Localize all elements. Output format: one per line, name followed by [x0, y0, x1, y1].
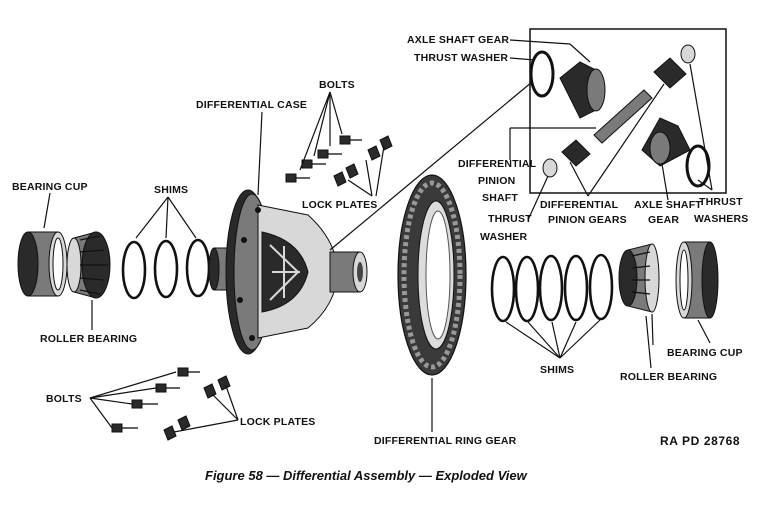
label-bolts-bottom: BOLTS [46, 393, 82, 405]
label-thrust-washer-mid-line1: THRUST [488, 213, 532, 225]
bolts-top-group [285, 135, 362, 183]
label-differential-ring-gear: DIFFERENTIAL RING GEAR [374, 435, 517, 447]
label-axle-shaft-gear-right-line1: AXLE SHAFT [634, 199, 702, 211]
label-differential-pinion-shaft-line1: DIFFERENTIAL [458, 158, 537, 170]
thrust-washer-inset-left [529, 50, 555, 98]
figure-caption: Figure 58 — Differential Assembly — Expl… [205, 468, 528, 483]
leader-lines [43, 39, 713, 433]
bearing-cup-left [17, 231, 68, 297]
bolts-bottom-group [111, 367, 200, 433]
label-differential-case: DIFFERENTIAL CASE [196, 99, 307, 111]
axle-shaft-gear-inset-bottom [641, 117, 691, 167]
differential-pinion-gear-inset-top [653, 57, 687, 89]
axle-shaft-gear-inset-top [559, 61, 606, 119]
label-roller-bearing-left: ROLLER BEARING [40, 333, 137, 345]
label-differential-pinion-shaft-line2: PINION [478, 175, 515, 187]
label-bearing-cup-left: BEARING CUP [12, 181, 88, 193]
shims-left [121, 238, 211, 300]
thrust-washer-inset-top-right [680, 44, 696, 64]
label-roller-bearing-right: ROLLER BEARING [620, 371, 717, 383]
label-thrust-washer-mid-line2: WASHER [480, 231, 528, 243]
label-shims-right: SHIMS [540, 364, 574, 376]
inset-box [529, 28, 727, 194]
lock-plates-bottom-group [163, 375, 231, 441]
reference-number: RA PD 28768 [660, 434, 740, 448]
label-differential-pinion-gears-line2: PINION GEARS [548, 214, 627, 226]
bearing-cup-right [675, 241, 719, 319]
roller-bearing-right [618, 243, 660, 313]
label-thrust-washers-right-line2: WASHERS [694, 213, 749, 225]
label-bolts-top: BOLTS [319, 79, 355, 91]
thrust-washer-inset-small [542, 158, 558, 178]
label-bearing-cup-right: BEARING CUP [667, 347, 743, 359]
differential-pinion-shaft [593, 89, 653, 144]
label-thrust-washers-right-line1: THRUST [699, 196, 743, 208]
label-differential-pinion-gears-line1: DIFFERENTIAL [540, 199, 619, 211]
label-differential-pinion-shaft-line3: SHAFT [482, 192, 518, 204]
label-axle-shaft-gear-right-line2: GEAR [648, 214, 679, 226]
differential-pinion-gear-inset-bottom [561, 139, 591, 167]
differential-ring-gear [397, 174, 467, 376]
label-shims-left: SHIMS [154, 184, 188, 196]
thrust-washer-inset-right [685, 144, 711, 188]
lock-plates-top-group [333, 135, 393, 187]
differential-case [208, 189, 368, 355]
label-axle-shaft-gear-top: AXLE SHAFT GEAR [407, 34, 509, 46]
label-lock-plates-top: LOCK PLATES [302, 199, 378, 211]
label-lock-plates-bottom: LOCK PLATES [240, 416, 316, 428]
label-thrust-washer-top: THRUST WASHER [414, 52, 508, 64]
shims-right [490, 253, 614, 323]
roller-bearing-left [66, 231, 111, 299]
